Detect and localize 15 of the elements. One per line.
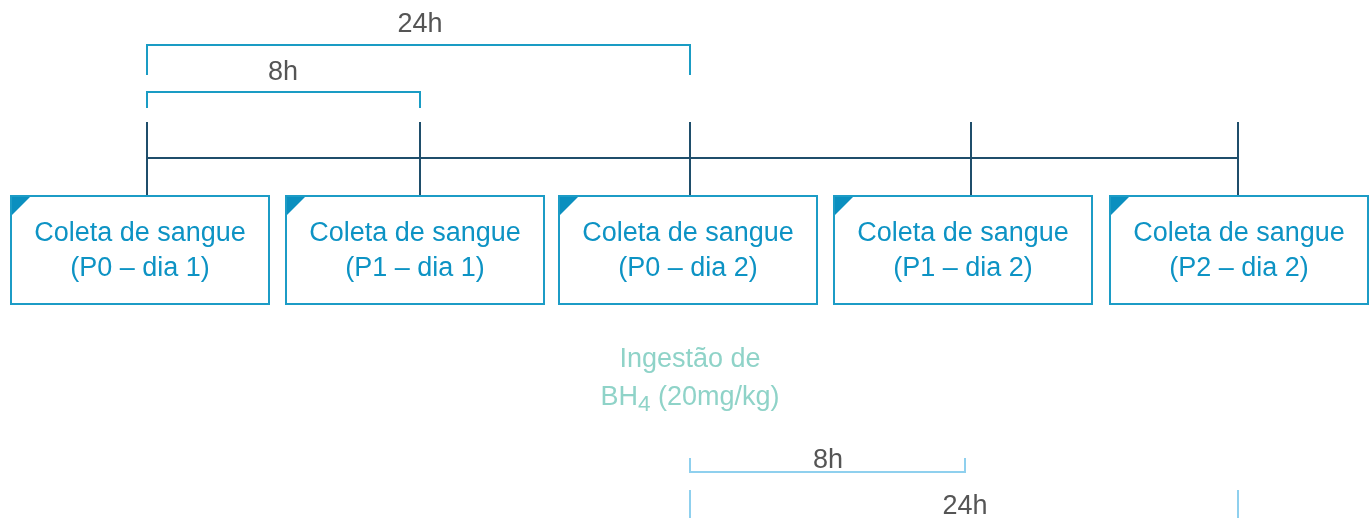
box-text: Coleta de sangue (P1 – dia 1) (308, 215, 522, 284)
box-text: Coleta de sangue (P0 – dia 1) (33, 215, 247, 284)
process-box (558, 195, 818, 305)
note-text: Ingestão de BH$_{4}$ (20mg/kg) (600, 342, 780, 419)
duration-label: 24h (397, 8, 443, 39)
box-text: Coleta de sangue (P1 – dia 2) (856, 215, 1070, 284)
process-box (285, 195, 545, 305)
process-box (10, 195, 270, 305)
box-text: Coleta de sangue (P2 – dia 2) (1132, 215, 1346, 284)
duration-label: 8h (813, 444, 843, 475)
process-box (833, 195, 1093, 305)
process-box (1109, 195, 1369, 305)
duration-label: 24h (942, 490, 988, 518)
duration-label: 8h (268, 56, 298, 87)
box-text: Coleta de sangue (P0 – dia 2) (581, 215, 795, 284)
